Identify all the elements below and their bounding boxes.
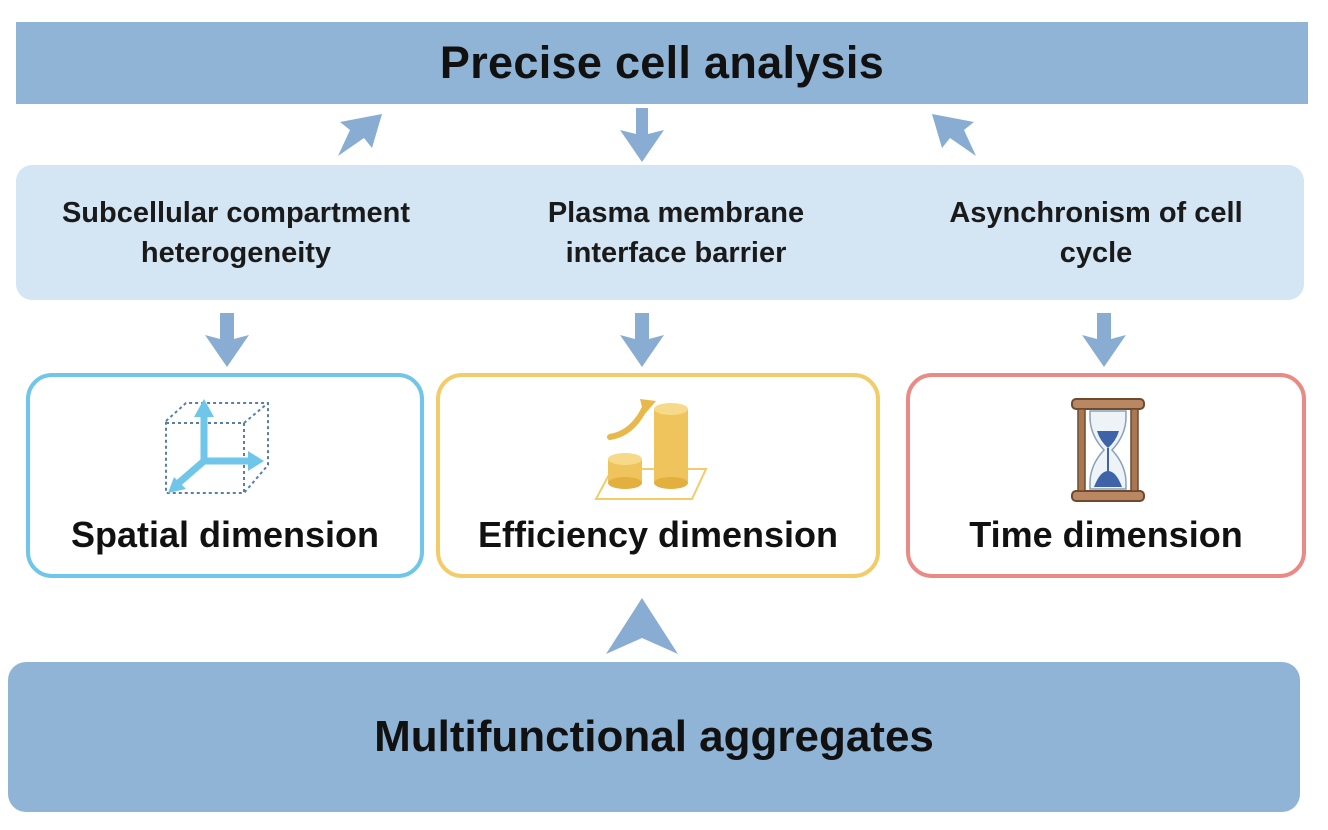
challenge-cell-cycle: Asynchronism of cell cycle [876, 193, 1316, 273]
cylinders-icon [594, 399, 708, 500]
challenge-line: Asynchronism of cell [949, 197, 1243, 229]
challenge-subcellular: Subcellular compartment heterogeneity [16, 193, 456, 273]
hourglass-icon [1071, 398, 1145, 502]
bottom-banner-title: Multifunctional aggregates [374, 712, 934, 761]
spatial-dimension-box: Spatial dimension [26, 373, 424, 578]
challenge-panel: Subcellular compartment heterogeneity Pl… [16, 165, 1304, 300]
challenge-membrane: Plasma membrane interface barrier [456, 193, 896, 273]
arrow-to-challenge-1 [338, 114, 382, 156]
arrow-to-time [1082, 313, 1126, 367]
arrow-to-challenge-2 [620, 108, 664, 162]
challenge-line: Plasma membrane [547, 197, 805, 229]
3d-axes-icon [165, 399, 269, 494]
top-banner: Precise cell analysis [16, 22, 1308, 104]
challenge-line: cycle [1059, 237, 1133, 269]
efficiency-dimension-box: Efficiency dimension [436, 373, 880, 578]
efficiency-dimension-label: Efficiency dimension [477, 514, 839, 555]
top-banner-title: Precise cell analysis [439, 37, 885, 88]
arrow-to-spatial [205, 313, 249, 367]
challenge-line: heterogeneity [140, 237, 332, 269]
arrow-to-challenge-3 [932, 114, 976, 156]
bottom-banner: Multifunctional aggregates [8, 662, 1300, 812]
arrow-to-efficiency [620, 313, 664, 367]
time-dimension-label: Time dimension [969, 514, 1243, 555]
arrow-to-aggregates [606, 598, 678, 654]
challenge-line: Subcellular compartment [61, 197, 411, 229]
time-dimension-box: Time dimension [906, 373, 1306, 578]
challenge-line: interface barrier [565, 237, 787, 269]
spatial-dimension-label: Spatial dimension [70, 514, 380, 555]
